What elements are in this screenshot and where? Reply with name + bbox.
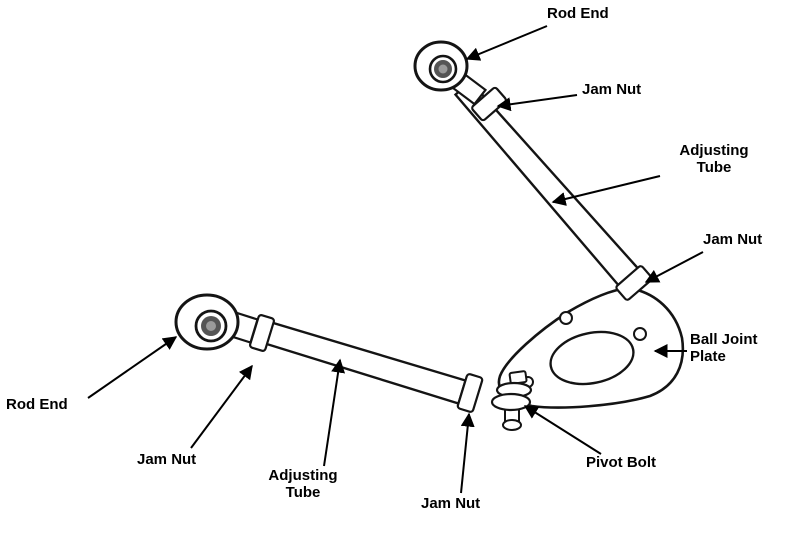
pivot-bolt-drawing xyxy=(490,370,533,431)
arrow-jam-nut-lower-left xyxy=(190,364,253,449)
label-jam-nut-right: Jam Nut xyxy=(703,231,763,248)
plate-oval-hole xyxy=(549,330,635,386)
label-rod-end-left: Rod End xyxy=(6,396,68,413)
arrow-jam-nut-top xyxy=(496,94,578,112)
plate-bolt-hole xyxy=(559,311,573,325)
arrow-rod-end-left xyxy=(87,336,178,399)
label-pivot-bolt: Pivot Bolt xyxy=(586,454,656,471)
arrow-adjusting-tube-upper xyxy=(551,175,661,206)
label-adjusting-tube-upper: Adjusting Tube xyxy=(679,142,749,177)
top-rod-end-drawing xyxy=(413,40,488,106)
label-jam-nut-lower-left: Jam Nut xyxy=(137,451,197,468)
arrow-rod-end-top xyxy=(465,25,548,61)
plate-bolt-hole xyxy=(633,327,647,341)
lower-adjusting-tube-drawing xyxy=(260,320,467,406)
label-rod-end-top: Rod End xyxy=(547,5,609,22)
label-jam-nut-lower-right: Jam Nut xyxy=(421,495,481,512)
arrow-adjusting-tube-lower xyxy=(323,358,346,467)
label-adjusting-tube-lower: Adjusting Tube xyxy=(268,467,338,502)
arrow-jam-nut-lower-right xyxy=(460,412,475,494)
label-jam-nut-top: Jam Nut xyxy=(582,81,642,98)
arrow-jam-nut-right xyxy=(644,251,704,283)
callout-arrows xyxy=(87,25,704,494)
upper-jam-nut-drawing xyxy=(471,86,507,122)
left-rod-end-drawing xyxy=(174,293,259,351)
label-ball-joint-plate: Ball Joint Plate xyxy=(690,331,758,366)
lower-right-jam-nut-drawing xyxy=(456,373,484,413)
arrow-pivot-bolt xyxy=(523,405,602,455)
